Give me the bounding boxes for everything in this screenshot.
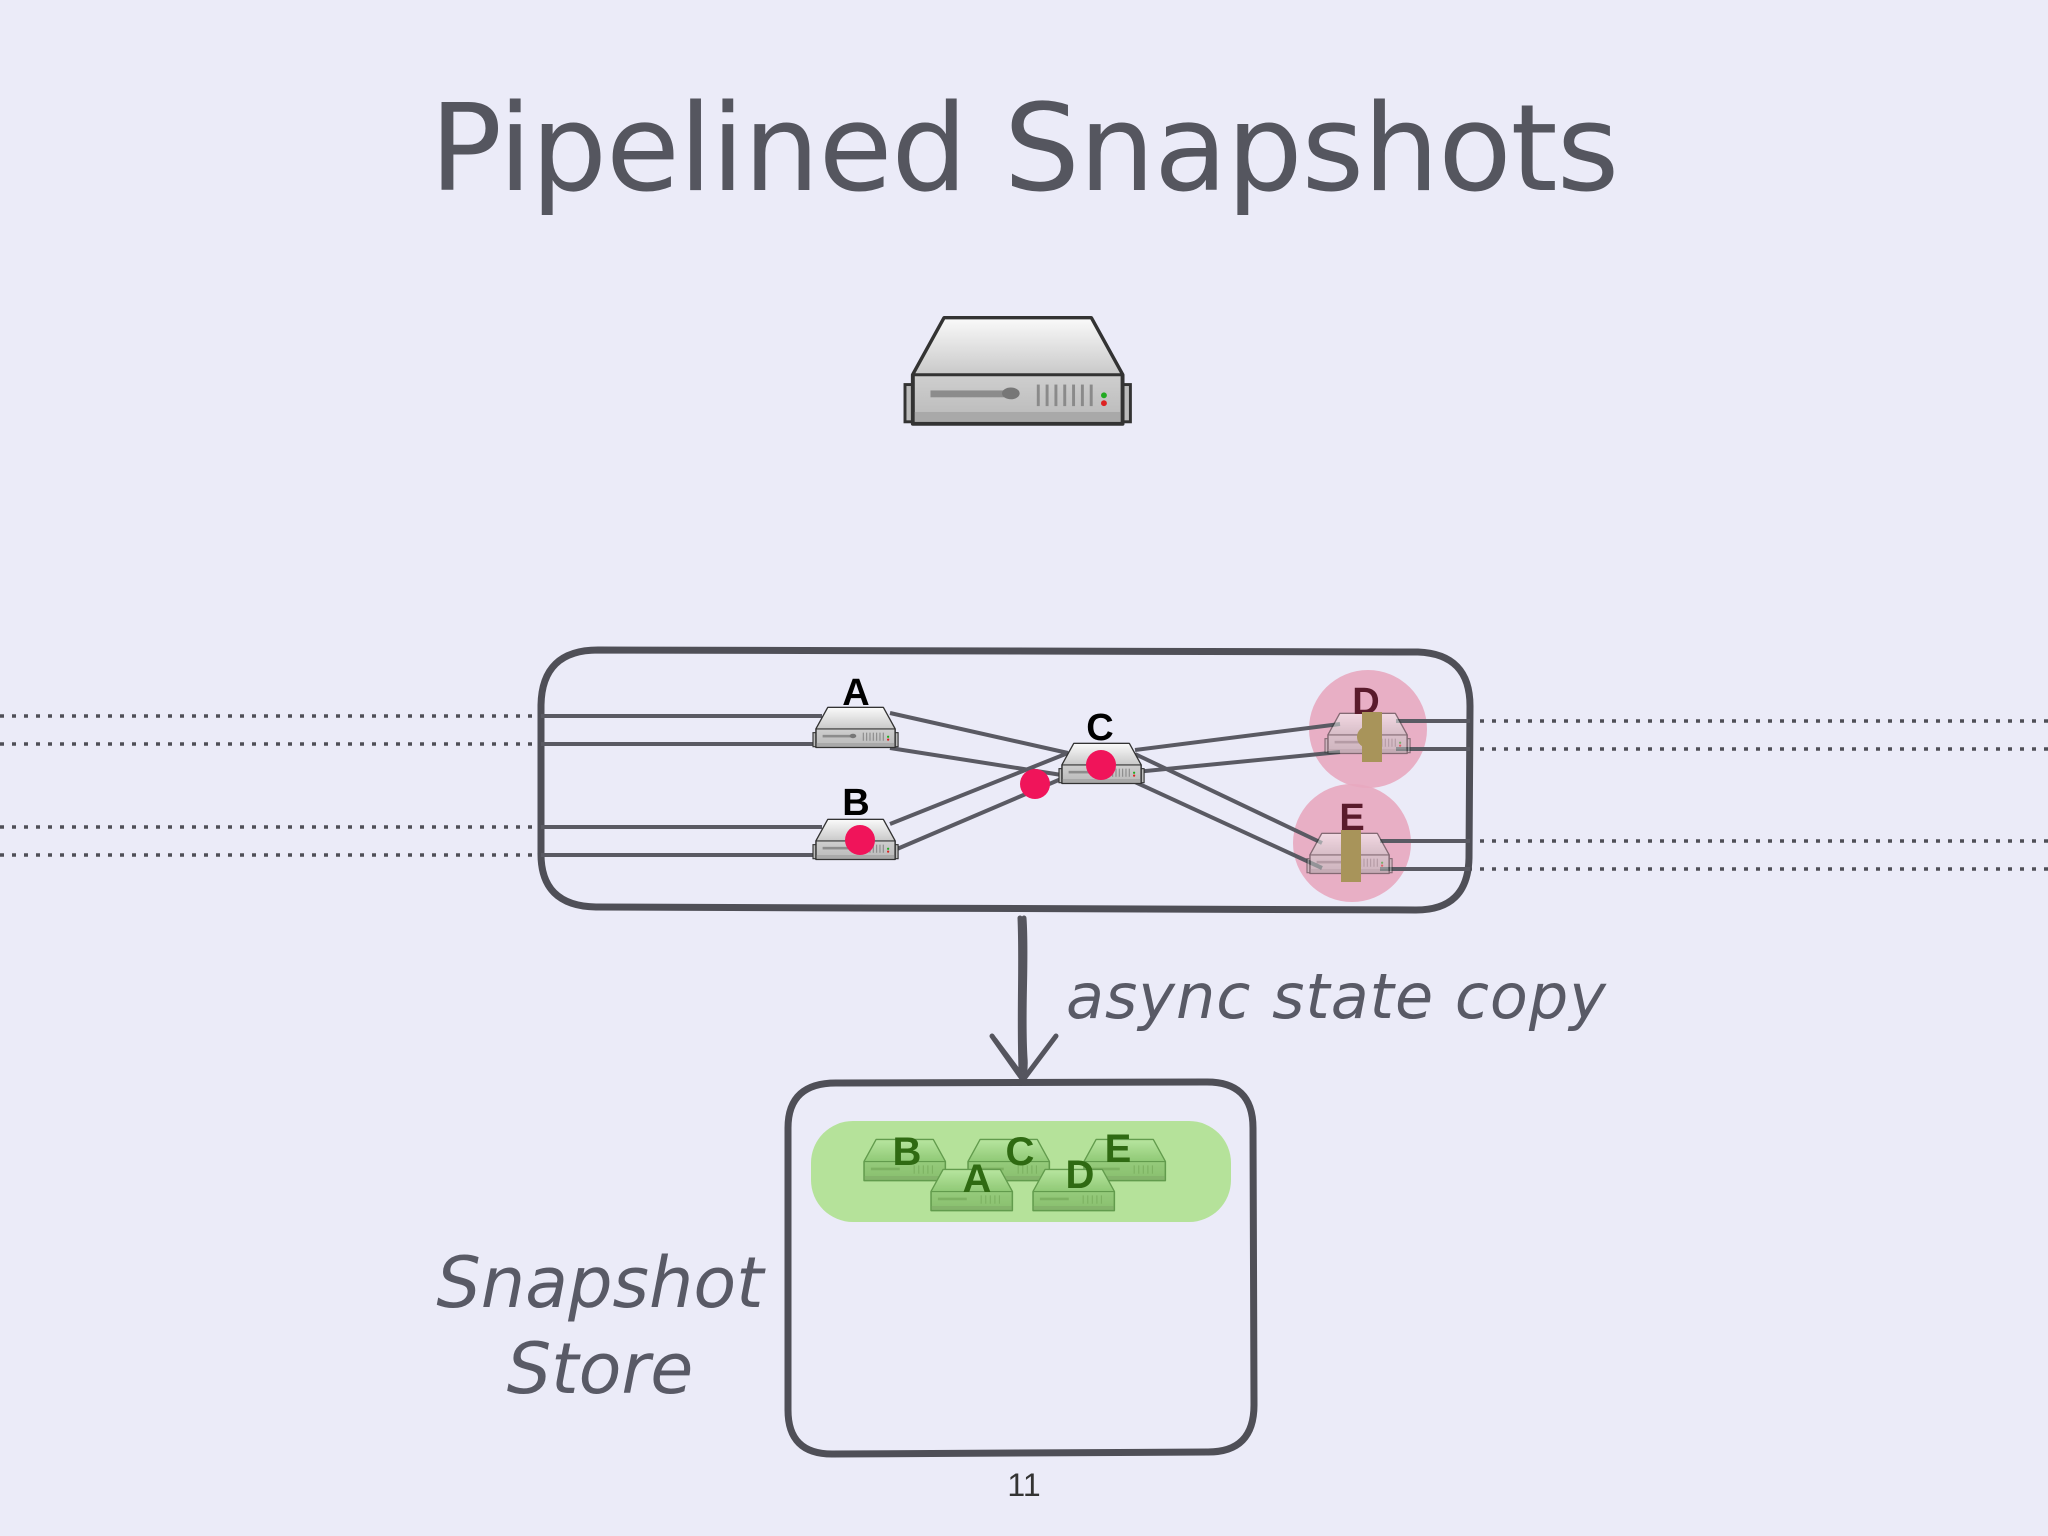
barrier-marker [845, 825, 875, 855]
slide-title: Pipelined Snapshots [429, 80, 1619, 219]
async-copy-label: async state copy [1066, 960, 1607, 1033]
barrier-marker [1020, 769, 1050, 799]
page-number: 11 [1007, 1467, 1041, 1503]
pipeline-container [537, 646, 1474, 914]
operator-b-label: B [842, 782, 869, 824]
snapshot-labels: B A C D E [893, 1127, 1132, 1201]
barrier-marker [1086, 750, 1116, 780]
snapshot-c-label: C [1006, 1130, 1035, 1174]
coordinator-server-icon [903, 315, 1133, 426]
operator-a-label: A [842, 672, 869, 714]
snapshot-e-label: E [1105, 1127, 1132, 1171]
snapshot-d-label: D [1066, 1153, 1095, 1197]
snapshot-b-label: B [893, 1130, 922, 1174]
stream-lines [0, 714, 2048, 871]
snapshot-store-container [784, 1078, 1258, 1458]
operator-c-label: C [1086, 707, 1113, 749]
snapshot-a-label: A [963, 1157, 992, 1201]
async-copy-arrow [989, 915, 1059, 1085]
snapshot-store-label-line2: Store [506, 1328, 694, 1410]
operator-e-blocked-marker [1341, 830, 1361, 882]
operator-d-blocked-marker-dot [1357, 726, 1379, 748]
snapshot-store-label: Snapshot Store [420, 1240, 780, 1412]
snapshot-store-label-line1: Snapshot [436, 1242, 764, 1324]
